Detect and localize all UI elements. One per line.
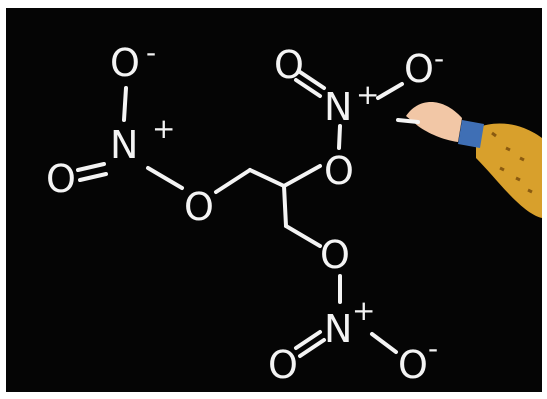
bond-c2-o2 [282,164,322,188]
charge-o3-minus: - [428,332,438,365]
watch-icon [458,120,484,148]
charge-n1: + [152,112,175,145]
bond-n3-o3minus [370,332,398,354]
chalk-stick-icon [396,118,420,124]
bond-n1-o1link [146,166,184,190]
bond-n1-o1double-b [78,172,108,182]
bond-c1-o1 [214,168,252,194]
atom-n2: N [324,85,352,129]
charge-n3: + [352,294,375,327]
atom-n1: N [110,123,138,167]
charge-o1-top: - [146,36,156,69]
atom-o2-minus: O [404,47,434,91]
atom-o1-top: O [110,41,140,85]
sleeve-pattern-icon [491,131,533,194]
nitroglycerin-structure: O - N + O O O N + O - O O N + O O [46,36,542,387]
atom-o3-link: O [320,233,350,277]
sleeve-icon [476,123,542,218]
bond-n2-o2double-a [298,70,326,90]
bond-n2-o2link [337,124,342,150]
atom-n3: N [324,307,352,351]
bond-n1-o1double-a [76,162,106,172]
bond-c2-c3 [282,184,288,228]
bond-c1-c2 [248,168,286,188]
bond-n2-o2double-b [294,78,322,98]
bond-n3-o3double-b [298,338,326,358]
charge-n2: + [356,78,379,111]
hand-with-chalk-icon [396,102,542,218]
atom-o3-minus: O [398,343,428,387]
atom-o1-double: O [46,157,76,201]
charge-o2-minus: - [434,42,444,75]
atom-o2-link: O [324,149,354,193]
atom-o1-link: O [184,185,214,229]
atom-o3-double: O [268,343,298,387]
bond-n1-o1top [122,86,128,122]
bond-n2-o2minus [376,82,404,100]
blackboard: O - N + O O O N + O - O O N + O O [6,8,542,392]
bond-n3-o3double-a [294,330,322,350]
hand-icon [406,102,462,142]
bond-c3-o3 [284,224,322,248]
